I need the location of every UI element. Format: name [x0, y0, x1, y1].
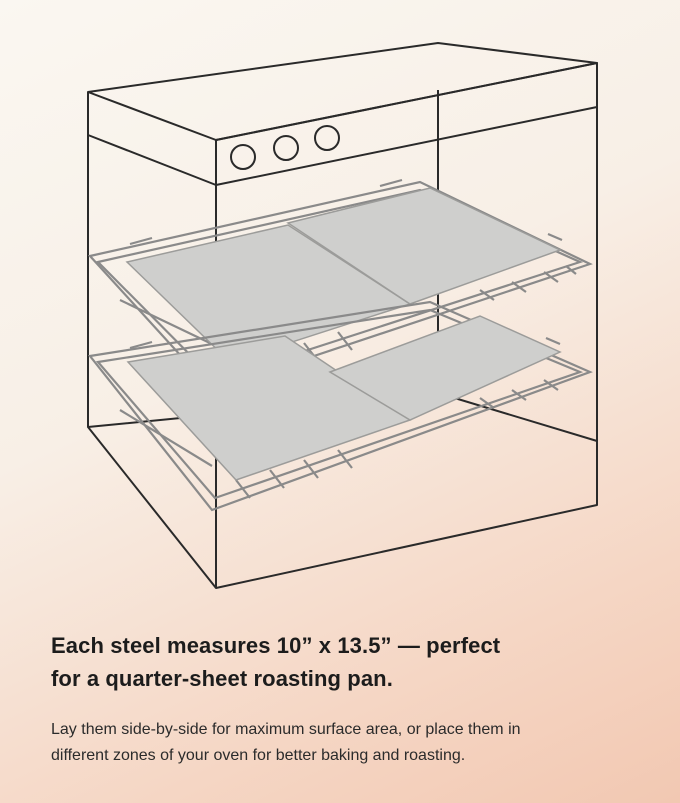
headline-line-1: Each steel measures 10” x 13.5” — perfec…: [51, 633, 501, 658]
steel-plate: [286, 187, 562, 305]
body-copy: Lay them side-by-side for maximum surfac…: [51, 717, 631, 769]
oven-top-face: [87, 42, 598, 141]
body-line-1: Lay them side-by-side for maximum surfac…: [51, 721, 521, 738]
oven-upper-left-edge: [87, 92, 217, 186]
oven-control-panel: [215, 62, 598, 186]
oven-knob-icon: [230, 144, 256, 170]
headline-line-2: for a quarter-sheet roasting pan.: [51, 666, 393, 691]
oven-illustration: [87, 42, 598, 589]
steel-plate: [328, 315, 562, 421]
oven-knob-icon: [273, 135, 299, 161]
oven-knob-icon: [314, 125, 340, 151]
body-line-2: different zones of your oven for better …: [51, 747, 466, 764]
headline: Each steel measures 10” x 13.5” — perfec…: [51, 629, 631, 695]
upper-rack: [87, 178, 593, 392]
lower-rack: [87, 300, 593, 512]
